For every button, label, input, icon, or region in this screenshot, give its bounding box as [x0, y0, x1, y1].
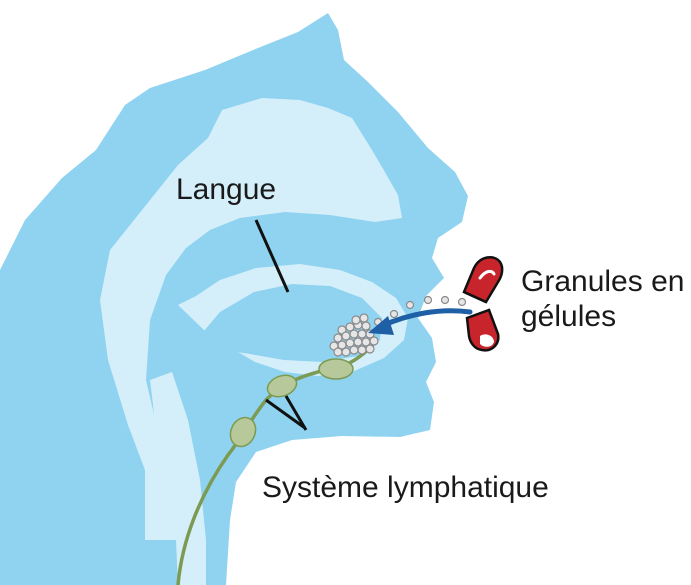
granules-label-line1: Granules en [521, 264, 684, 299]
granules-label-line2: gélules [521, 299, 684, 334]
capsule-icon [464, 257, 502, 350]
lymphatic-system-label: Système lymphatique [262, 470, 549, 505]
tongue-label: Langue [176, 172, 276, 207]
granules-label: Granules en gélules [521, 264, 684, 335]
lymph-node [319, 359, 353, 379]
